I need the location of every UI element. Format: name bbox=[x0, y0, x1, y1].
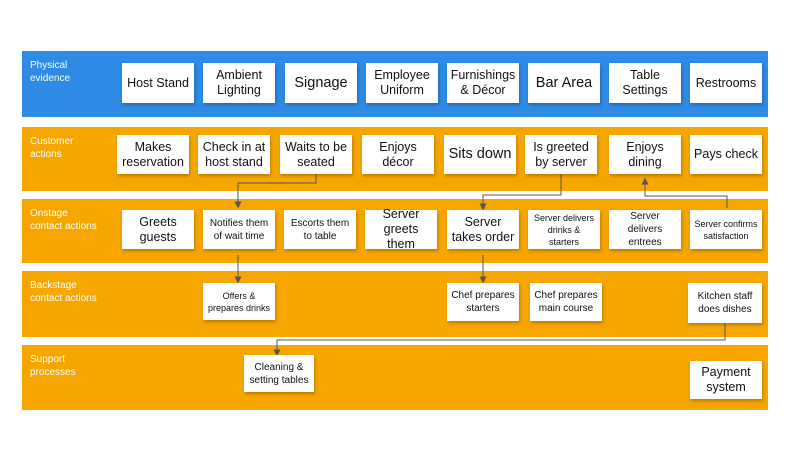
note-server-delivers-drinks: Server delivers drinks & starters bbox=[528, 210, 600, 249]
lane-backstage-contact-actions: Backstage contact actions bbox=[22, 271, 768, 337]
note-table-settings: Table Settings bbox=[609, 63, 681, 103]
lane-label-onstage-contact-actions: Onstage contact actions bbox=[30, 208, 97, 232]
note-server-takes-order: Server takes order bbox=[447, 210, 519, 249]
lane-label-backstage-contact-actions: Backstage contact actions bbox=[30, 280, 97, 304]
note-ambient-lighting: Ambient Lighting bbox=[203, 63, 275, 103]
note-enjoys-dining: Enjoys dining bbox=[609, 135, 681, 174]
note-cleaning-setting-tables: Cleaning & setting tables bbox=[244, 355, 314, 392]
note-host-stand: Host Stand bbox=[122, 63, 194, 103]
note-check-in-host-stand: Check in at host stand bbox=[198, 135, 270, 174]
note-furnishings-decor: Furnishings & Décor bbox=[447, 63, 519, 103]
note-sits-down: Sits down bbox=[444, 135, 516, 174]
note-signage: Signage bbox=[285, 63, 357, 103]
lane-label-physical-evidence: Physical evidence bbox=[30, 60, 71, 84]
note-waits-to-be-seated: Waits to be seated bbox=[280, 135, 352, 174]
note-chef-prepares-starters: Chef prepares starters bbox=[447, 283, 519, 321]
note-chef-prepares-main-course: Chef prepares main course bbox=[530, 283, 602, 321]
note-enjoys-decor: Enjoys décor bbox=[362, 135, 434, 174]
note-pays-check: Pays check bbox=[690, 135, 762, 174]
lane-support-processes: Support processes bbox=[22, 345, 768, 410]
lane-label-support-processes: Support processes bbox=[30, 354, 76, 378]
note-bar-area: Bar Area bbox=[528, 63, 600, 103]
note-employee-uniform: Employee Uniform bbox=[366, 63, 438, 103]
lane-label-customer-actions: Customer actions bbox=[30, 136, 74, 160]
note-restrooms: Restrooms bbox=[690, 63, 762, 103]
note-greets-guests: Greets guests bbox=[122, 210, 194, 249]
note-escorts-to-table: Escorts them to table bbox=[284, 210, 356, 249]
note-server-delivers-entrees: Server delivers entrees bbox=[609, 210, 681, 249]
note-is-greeted-by-server: Is greeted by server bbox=[525, 135, 597, 174]
note-kitchen-staff-dishes: Kitchen staff does dishes bbox=[688, 283, 762, 323]
note-notifies-wait-time: Notifies them of wait time bbox=[203, 210, 275, 249]
note-server-greets-them: Server greets them bbox=[365, 207, 437, 251]
note-payment-system: Payment system bbox=[690, 361, 762, 399]
note-makes-reservation: Makes reservation bbox=[117, 135, 189, 174]
note-server-confirms-satisfaction: Server confirms satisfaction bbox=[690, 210, 762, 249]
note-offers-prepares-drinks: Offers & prepares drinks bbox=[203, 283, 275, 320]
